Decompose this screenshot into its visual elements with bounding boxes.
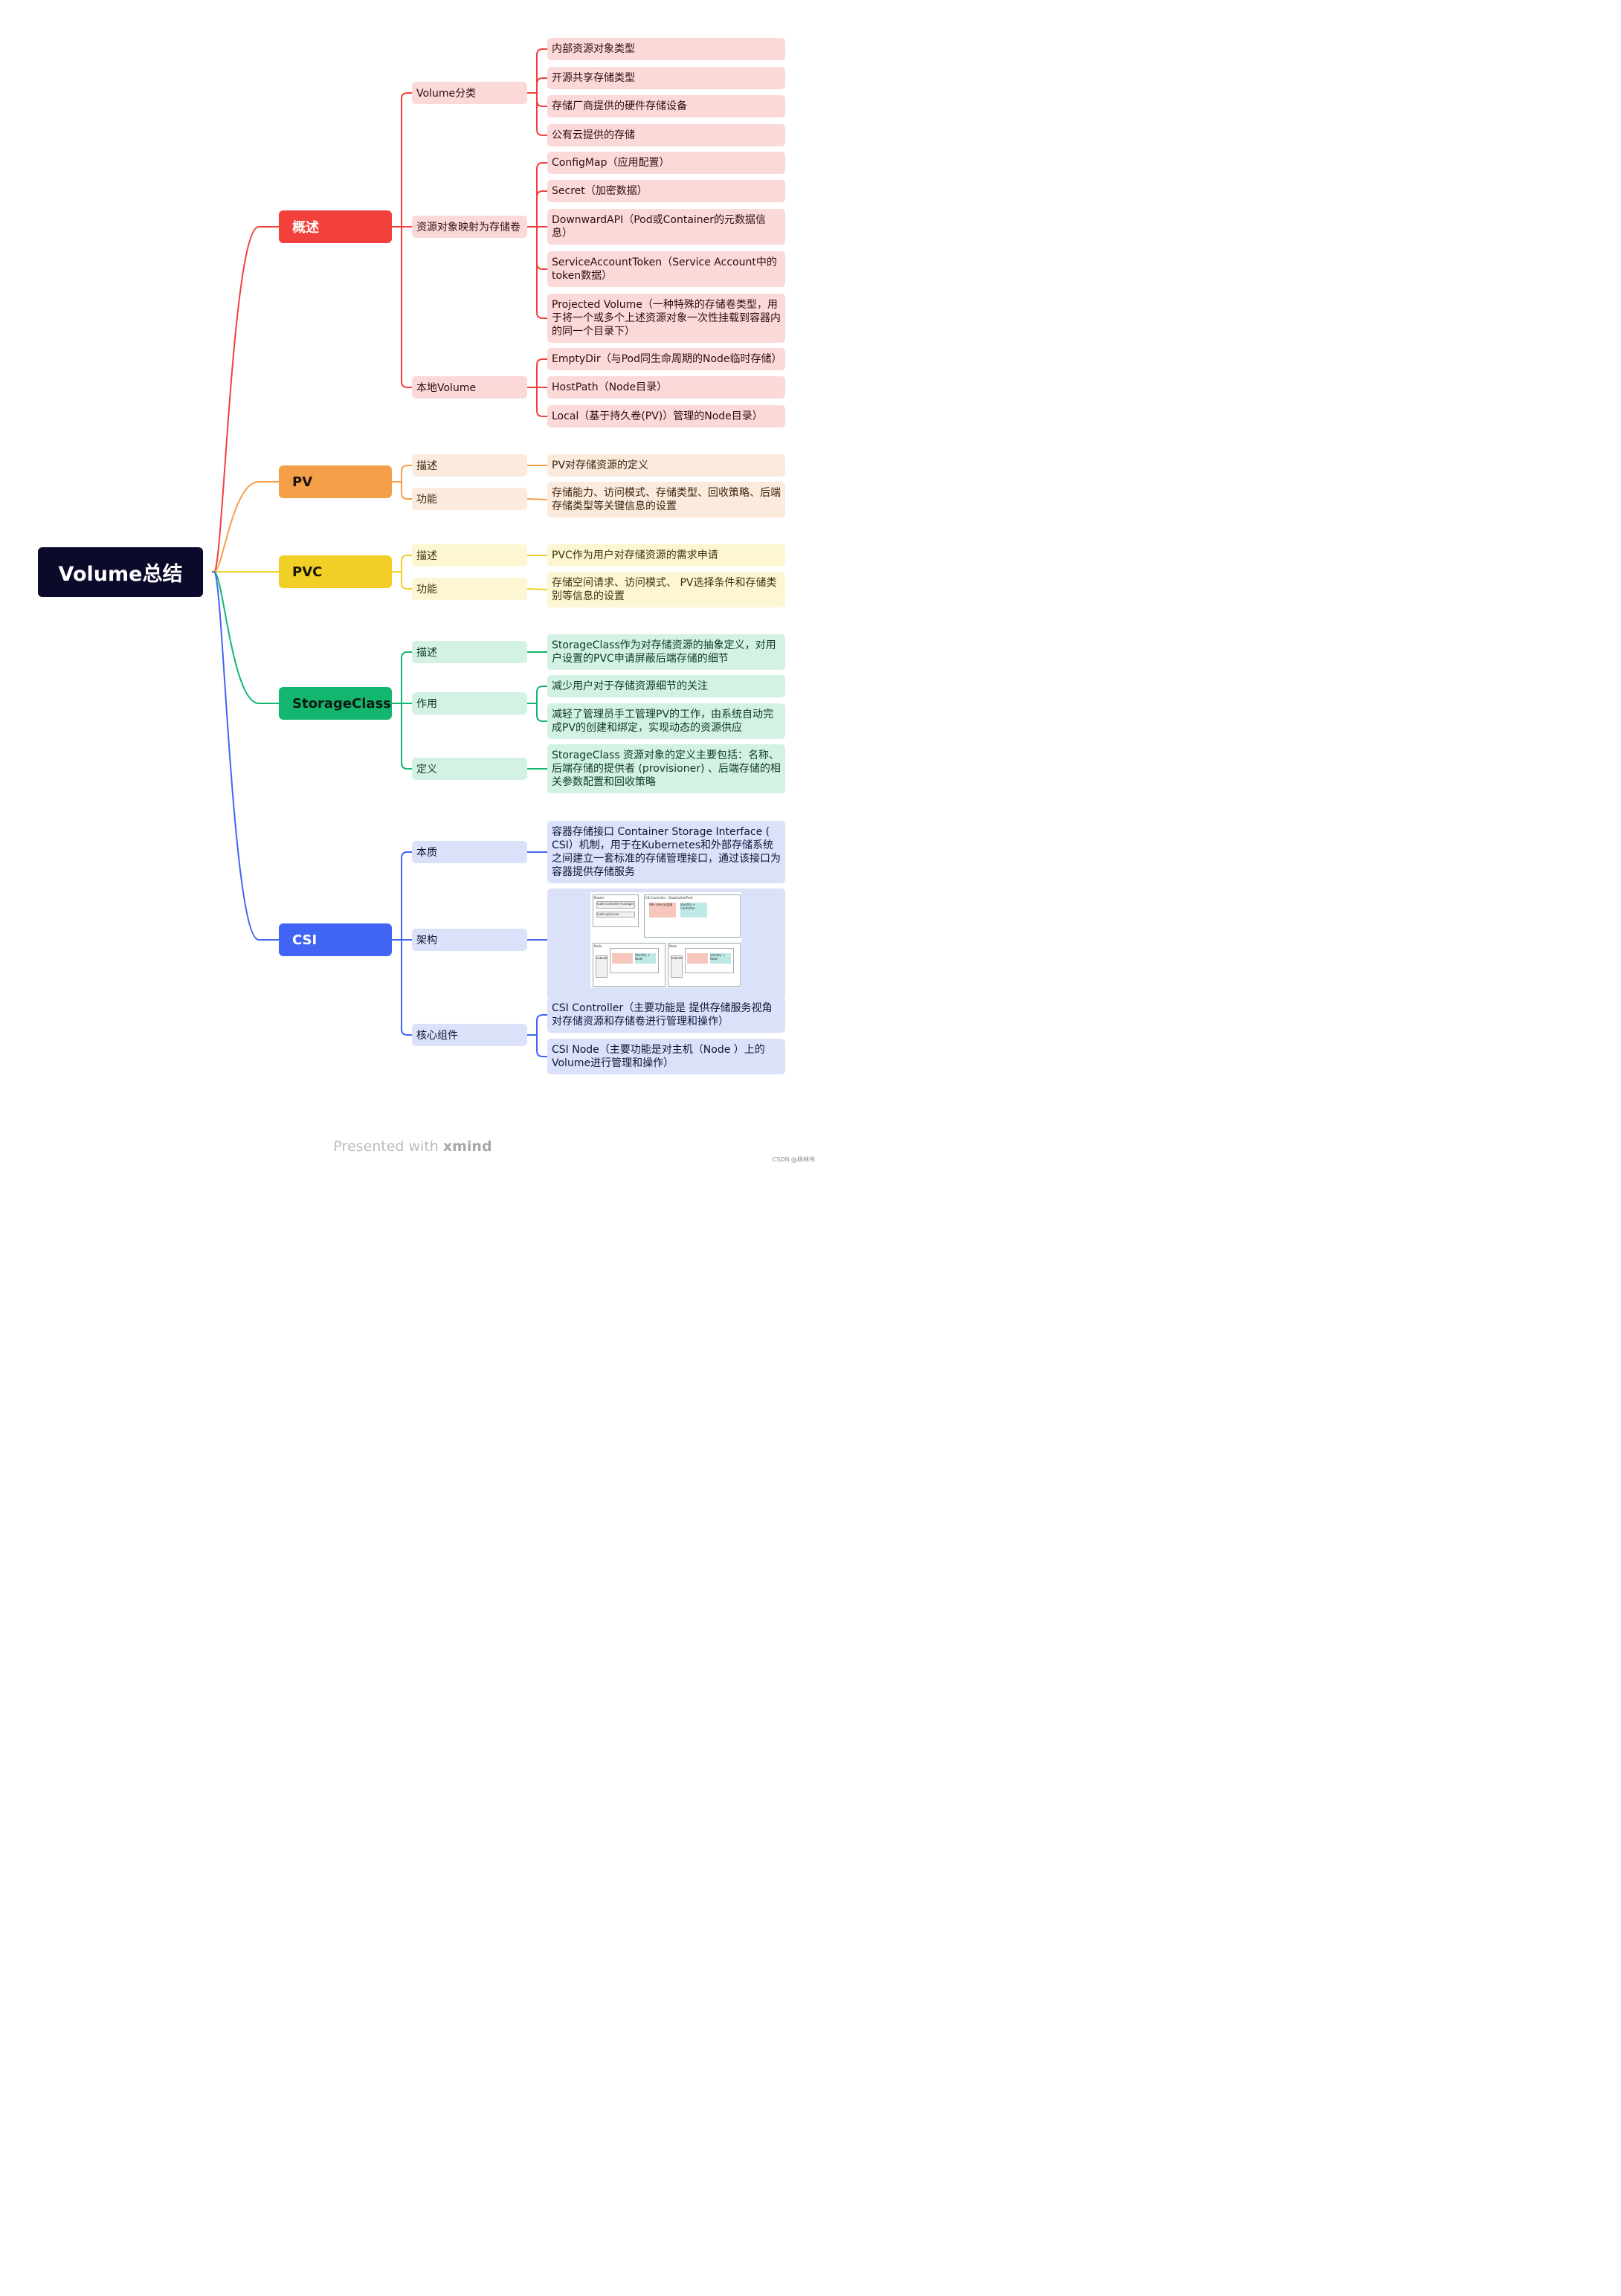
leaf-csi-node[interactable]: CSI Node（主要功能是对主机（Node ）上的Volume进行管理和操作） [547, 1039, 785, 1074]
mini-node-1: Node kubelet Identity + Node [593, 943, 666, 987]
leaf-csi-essence[interactable]: 容器存储接口 Container Storage Interface ( CSI… [547, 821, 785, 883]
leaf-local-hostpath[interactable]: HostPath（Node目录） [547, 376, 785, 399]
mini-node-2: Node kubelet Identity + Node [668, 943, 741, 987]
mini-csi-controller: CSI Controller（StatefulSet/Pod） K8s side… [644, 894, 741, 938]
leaf-mapping-configmap[interactable]: ConfigMap（应用配置） [547, 152, 785, 174]
branch-pv[interactable]: PV [279, 465, 392, 498]
leaf-classify-1[interactable]: 内部资源对象类型 [547, 38, 785, 60]
leaf-classify-4[interactable]: 公有云提供的存储 [547, 124, 785, 146]
leaf-mapping-downwardapi[interactable]: DownwardAPI（Pod或Container的元数据信息） [547, 209, 785, 245]
leaf-sc-role-2[interactable]: 减轻了管理员手工管理PV的工作，由系统自动完成PV的创建和绑定，实现动态的资源供… [547, 703, 785, 739]
leaf-local-emptydir[interactable]: EmptyDir（与Pod同生命周期的Node临时存储） [547, 348, 785, 370]
leaf-mapping-secret[interactable]: Secret（加密数据） [547, 180, 785, 202]
presented-with-xmind: Presented with xmind [333, 1138, 492, 1155]
sub-pv-describe[interactable]: 描述 [412, 454, 527, 477]
leaf-pvc-describe[interactable]: PVC作为用户对存储资源的需求申请 [547, 544, 785, 567]
sub-csi-core[interactable]: 核心组件 [412, 1024, 527, 1046]
branch-storageclass[interactable]: StorageClass [279, 687, 392, 720]
sub-sc-definition[interactable]: 定义 [412, 758, 527, 780]
leaf-mapping-projected[interactable]: Projected Volume（一种特殊的存储卷类型，用于将一个或多个上述资源… [547, 294, 785, 343]
leaf-sc-role-1[interactable]: 减少用户对于存储资源细节的关注 [547, 675, 785, 697]
leaf-sc-definition[interactable]: StorageClass 资源对象的定义主要包括：名称、后端存储的提供者 (pr… [547, 744, 785, 793]
sub-volume-classify[interactable]: Volume分类 [412, 82, 527, 104]
leaf-local-local[interactable]: Local（基于持久卷(PV)）管理的Node目录） [547, 405, 785, 428]
sub-pvc-describe[interactable]: 描述 [412, 544, 527, 567]
sub-resource-mapping[interactable]: 资源对象映射为存储卷 [412, 216, 527, 238]
sub-local-volume[interactable]: 本地Volume [412, 376, 527, 399]
sub-sc-describe[interactable]: 描述 [412, 641, 527, 663]
sub-pvc-function[interactable]: 功能 [412, 578, 527, 600]
csdn-watermark: CSDN @杨林伟 [772, 1156, 815, 1163]
csi-architecture-diagram[interactable]: Master kube-controller-manager kube-apis… [547, 889, 785, 999]
mini-master: Master kube-controller-manager kube-apis… [593, 894, 639, 927]
leaf-classify-3[interactable]: 存储厂商提供的硬件存储设备 [547, 95, 785, 117]
connector-lines [212, 48, 548, 1057]
leaf-pv-describe[interactable]: PV对存储资源的定义 [547, 454, 785, 477]
leaf-sc-describe[interactable]: StorageClass作为对存储资源的抽象定义，对用户设置的PVC申请屏蔽后端… [547, 634, 785, 670]
root-node[interactable]: Volume总结 [38, 547, 203, 597]
sub-csi-architecture[interactable]: 架构 [412, 929, 527, 951]
sub-pv-function[interactable]: 功能 [412, 488, 527, 510]
sub-sc-role[interactable]: 作用 [412, 692, 527, 715]
branch-pvc[interactable]: PVC [279, 555, 392, 588]
branch-csi[interactable]: CSI [279, 923, 392, 956]
leaf-pvc-function[interactable]: 存储空间请求、访问模式、 PV选择条件和存储类别等信息的设置 [547, 572, 785, 607]
branch-overview[interactable]: 概述 [279, 210, 392, 243]
sub-csi-essence[interactable]: 本质 [412, 841, 527, 863]
architecture-thumbnail: Master kube-controller-manager kube-apis… [590, 892, 741, 987]
leaf-pv-function[interactable]: 存储能力、访问模式、存储类型、回收策略、后端存储类型等关键信息的设置 [547, 482, 785, 517]
leaf-mapping-serviceaccounttoken[interactable]: ServiceAccountToken（Service Account中的tok… [547, 251, 785, 287]
leaf-csi-controller[interactable]: CSI Controller（主要功能是 提供存储服务视角对存储资源和存储卷进行… [547, 997, 785, 1033]
leaf-classify-2[interactable]: 开源共享存储类型 [547, 67, 785, 89]
